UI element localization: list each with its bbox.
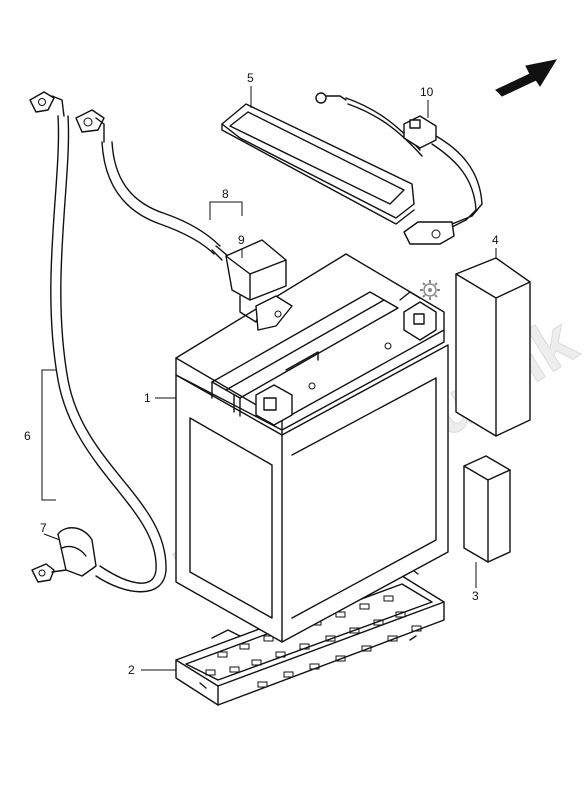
callout-1: 1 xyxy=(144,391,151,405)
battery xyxy=(175,253,449,643)
callout-labels: 1 2 3 4 5 6 7 8 9 10 xyxy=(24,71,499,677)
lead-wire xyxy=(315,92,483,245)
battery-band xyxy=(221,103,415,225)
small-pad xyxy=(463,455,511,563)
front-arrow-icon xyxy=(495,59,558,97)
leader-lines xyxy=(41,86,497,671)
callout-2: 2 xyxy=(128,663,135,677)
battery-pad xyxy=(455,257,531,437)
callout-6: 6 xyxy=(24,429,31,443)
callout-8: 8 xyxy=(222,187,229,201)
callout-10: 10 xyxy=(420,85,434,99)
positive-cable xyxy=(75,109,293,331)
callout-5: 5 xyxy=(247,71,254,85)
callout-4: 4 xyxy=(492,233,499,247)
callout-7: 7 xyxy=(40,521,47,535)
callout-3: 3 xyxy=(472,589,479,603)
callout-9: 9 xyxy=(238,233,245,247)
negative-cable xyxy=(29,91,167,593)
gear-logo-icon xyxy=(420,280,440,300)
